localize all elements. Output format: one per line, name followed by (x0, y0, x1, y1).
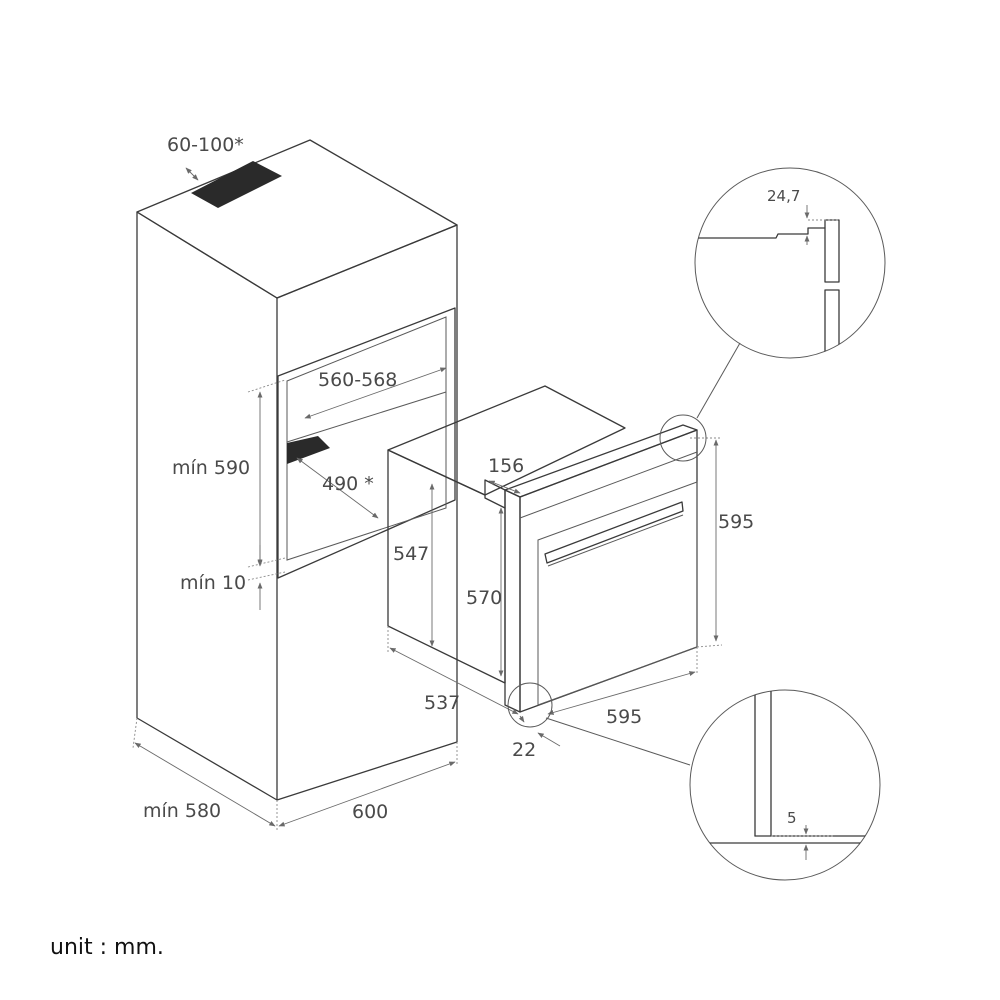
cabinet-side-face (136, 211, 278, 801)
label-bottom-gap: mín 10 (180, 572, 246, 594)
label-front-width: 595 (606, 706, 642, 728)
cabinet-niche-inner (286, 316, 447, 561)
label-cabinet-width: 600 (352, 801, 388, 823)
detail-bottom (507, 682, 881, 881)
label-shelf-depth: 490 * (322, 473, 374, 495)
label-niche-width: 560-568 (318, 369, 397, 391)
top-vent (191, 161, 282, 208)
control-strip-line (519, 451, 698, 519)
label-cabinet-depth: mín 580 (143, 800, 221, 822)
shelf-vent (287, 436, 330, 464)
unit-note: unit : mm. (50, 935, 164, 960)
label-vent: 60-100* (167, 134, 244, 156)
cabinet-niche (277, 307, 456, 579)
label-front-thickness: 22 (512, 739, 536, 761)
detail-top (659, 167, 886, 462)
cabinet-top-face (136, 139, 458, 299)
label-front-height: 570 (466, 587, 502, 609)
oven-handle (544, 501, 684, 564)
oven-handle-shadow (547, 514, 684, 567)
label-body-height: 547 (393, 543, 429, 565)
label-detail-top: 24,7 (767, 187, 800, 205)
label-oven-depth: 537 (424, 692, 460, 714)
oven (387, 385, 698, 713)
label-detail-bottom: 5 (787, 809, 797, 827)
label-top-offset: 156 (488, 455, 524, 477)
oven-top-face (387, 385, 626, 496)
oven-front-top-edge (504, 424, 698, 498)
label-niche-height: mín 590 (172, 457, 250, 479)
oven-front-panel (519, 429, 698, 713)
niche-shelf (286, 391, 447, 443)
oven-front-thickness (504, 489, 521, 713)
label-total-height: 595 (718, 511, 754, 533)
dimension-lines (132, 167, 723, 832)
